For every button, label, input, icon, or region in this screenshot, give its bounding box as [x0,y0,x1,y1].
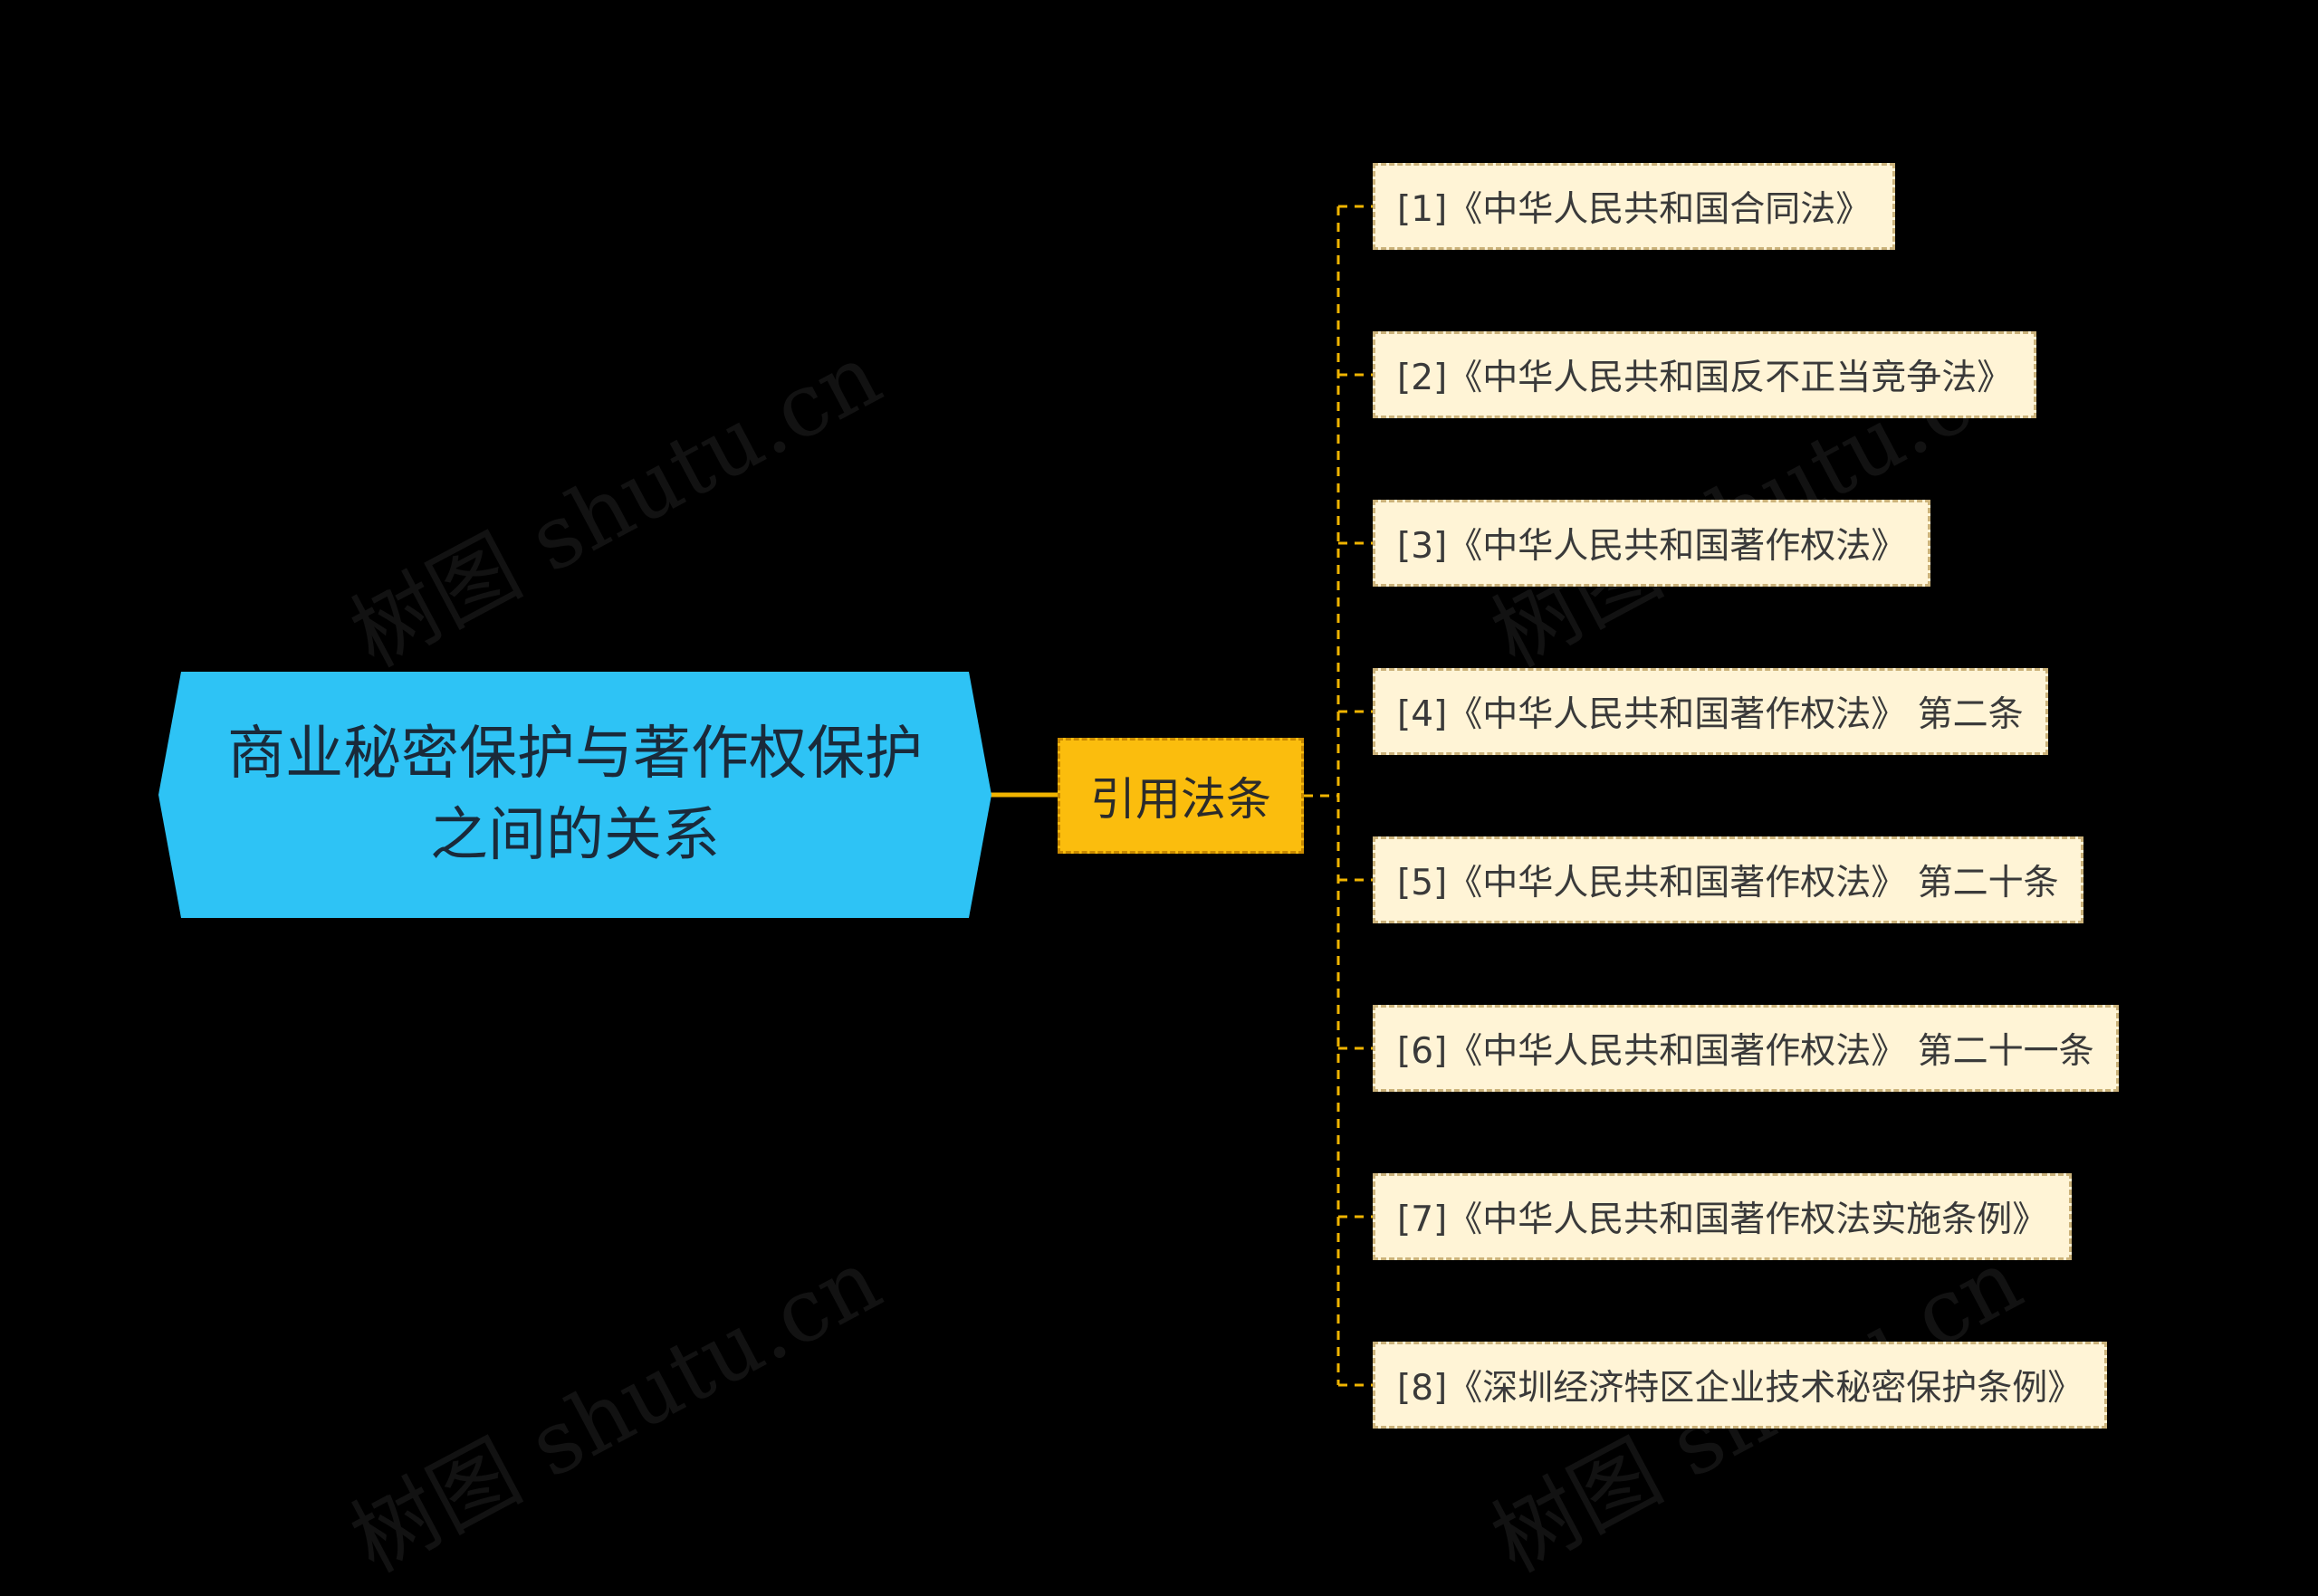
leaf-topic-node[interactable]: [1]《中华人民共和国合同法》 [1373,163,1896,250]
leaf-topic-label: [8]《深圳经济特区企业技术秘密保护条例》 [1397,1368,2083,1409]
leaf-connectors [1304,205,1373,1387]
leaf-topic-label: [1]《中华人民共和国合同法》 [1397,189,1872,230]
root-topic-label: 商业秘密保护与著作权保护之间的关系 [227,721,923,869]
leaf-topic-node[interactable]: [6]《中华人民共和国著作权法》 第二十一条 [1373,1005,2119,1092]
leaf-topic-label: [5]《中华人民共和国著作权法》 第二十条 [1397,863,2059,903]
leaf-topic-node[interactable]: [2]《中华人民共和国反不正当竞争法》 [1373,331,2037,418]
leaf-topic-label: [6]《中华人民共和国著作权法》 第二十一条 [1397,1031,2094,1072]
leaf-topic-label: [7]《中华人民共和国著作权法实施条例》 [1397,1199,2048,1240]
root-topic-node[interactable]: 商业秘密保护与著作权保护之间的关系 [158,672,991,918]
branch-topic-label: 引用法条 [1090,773,1271,826]
leaf-topic-node[interactable]: [8]《深圳经济特区企业技术秘密保护条例》 [1373,1342,2108,1429]
leaf-topic-node[interactable]: [3]《中华人民共和国著作权法》 [1373,500,1931,587]
leaf-topic-node[interactable]: [5]《中华人民共和国著作权法》 第二十条 [1373,836,2083,923]
leaf-topic-node[interactable]: [7]《中华人民共和国著作权法实施条例》 [1373,1173,2073,1260]
leaf-topic-label: [2]《中华人民共和国反不正当竞争法》 [1397,358,2013,398]
branch-topic-node[interactable]: 引用法条 [1058,738,1304,854]
leaf-topic-label: [4]《中华人民共和国著作权法》 第二条 [1397,694,2024,735]
root-topic-shape [158,672,991,918]
leaf-topic-label: [3]《中华人民共和国著作权法》 [1397,526,1907,567]
leaf-topic-node[interactable]: [4]《中华人民共和国著作权法》 第二条 [1373,668,2048,755]
